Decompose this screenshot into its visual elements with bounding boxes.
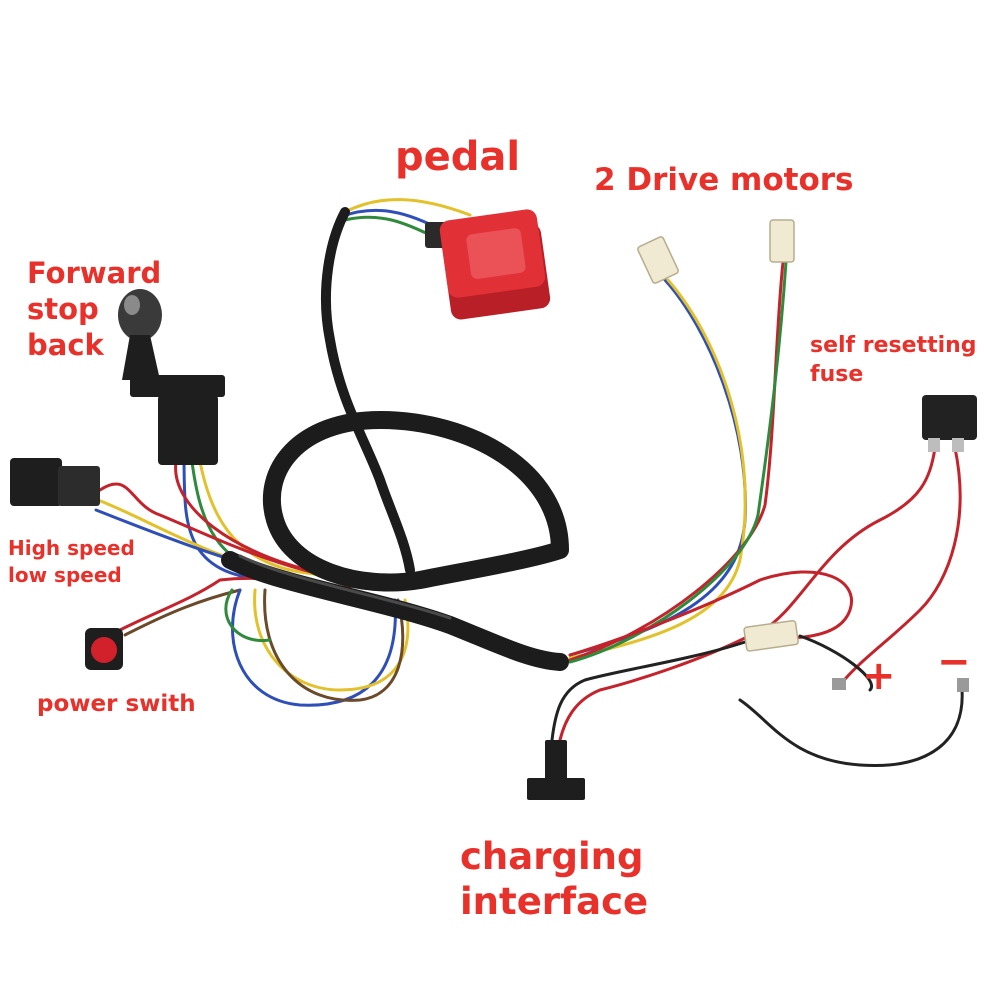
sheath-pedal-run: [321, 207, 415, 575]
pedal-label: pedal: [395, 134, 521, 180]
plus-terminal: [832, 678, 846, 690]
power-switch-button: [91, 637, 117, 663]
fuse-label-line-2: fuse: [810, 361, 864, 387]
charging-port: [527, 740, 585, 800]
fuse-terminal-left: [928, 438, 940, 452]
motor-connector-left: [637, 236, 679, 284]
speed-switch-back: [58, 466, 100, 506]
stop-label-line: stop: [27, 291, 99, 326]
motor-connector-right: [769, 219, 795, 263]
pedal-body: [439, 209, 551, 320]
minus-label: −: [937, 639, 971, 685]
speed-wire-red: [98, 482, 362, 584]
fuse-wire-red-1: [758, 446, 937, 634]
power-switch-label: power swith: [37, 691, 196, 717]
forward-stop-back-label: Forward stop back: [27, 256, 161, 364]
plus-label: +: [862, 653, 896, 699]
charging-port-flange: [527, 778, 585, 800]
interface-line: interface: [460, 880, 649, 924]
pedal-grip: [466, 228, 526, 279]
charge-wire-black: [550, 640, 747, 742]
battery-connector-body: [743, 619, 799, 652]
pedal-wire-yellow: [343, 198, 472, 217]
charge-wire-red: [558, 636, 747, 742]
loop-wire-green: [224, 588, 272, 643]
power-wire-brown: [123, 588, 242, 637]
forward-label-line: Forward: [27, 256, 162, 290]
speed-switch: [10, 458, 100, 506]
motor-connector-left-body: [637, 236, 679, 284]
shifter-knob-highlight: [124, 295, 140, 315]
power-switch: [85, 628, 123, 670]
shifter-housing: [158, 395, 218, 465]
fuse-terminal-right: [952, 438, 964, 452]
back-label-line: back: [27, 327, 104, 362]
speed-label: High speed low speed: [8, 535, 135, 588]
sheath-loop: [262, 411, 569, 592]
charging-interface-label: charging interface: [460, 834, 648, 924]
shifter-plate: [130, 375, 225, 397]
loop-wire-blue: [231, 588, 397, 707]
battery-wire-red: [568, 570, 853, 657]
self-resetting-fuse: [922, 395, 977, 452]
motor-right-wire-red: [568, 260, 785, 662]
gear-shifter: [118, 289, 225, 465]
drive-motors-label: 2 Drive motors: [594, 162, 854, 198]
loop-wire-brown: [263, 588, 405, 702]
battery-wire-black: [798, 634, 874, 692]
charging-line: charging: [460, 835, 644, 878]
charging-port-plug: [545, 740, 567, 780]
low-speed-line: low speed: [8, 562, 122, 587]
harness-sheath: [221, 207, 569, 671]
motor-right-wire-green: [568, 260, 788, 664]
high-speed-line: High speed: [8, 536, 135, 560]
fuse-wire-red-2: [838, 446, 962, 687]
sheath-main-highlight: [238, 554, 452, 620]
fuse-label-line-1: self resetting: [810, 333, 977, 358]
motor-left-wire-yellow: [568, 278, 747, 660]
shifter-stem: [122, 335, 160, 380]
fuse-body: [922, 395, 977, 440]
minus-wire-black: [738, 688, 964, 768]
pedal-switch: [425, 209, 551, 320]
minus-terminal: [957, 678, 969, 692]
motor-connector-right-body: [769, 219, 795, 263]
sheath-main: [221, 551, 569, 671]
speed-switch-body: [10, 458, 62, 506]
self-resetting-fuse-label: self resetting fuse: [810, 332, 977, 389]
battery-connector: [743, 619, 799, 652]
